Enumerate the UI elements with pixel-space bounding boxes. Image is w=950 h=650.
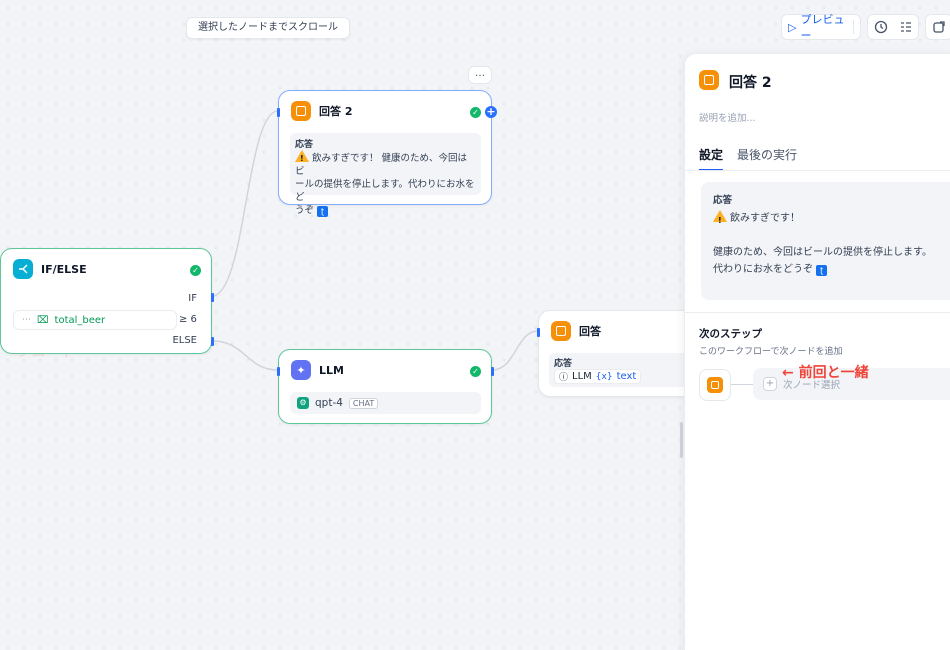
node-more-button[interactable]: … — [468, 66, 492, 84]
publish-button[interactable] — [925, 14, 950, 40]
response-editor[interactable]: 応答 飲みすぎです！ 健康のため、今回はビールの提供を停止します。 代わりにお水… — [701, 182, 950, 300]
variable-icon: {x} — [595, 371, 613, 382]
node-llm[interactable]: ✦ LLM ✓ ⚙ qpt-4 CHAT — [277, 349, 494, 424]
success-check-icon: ✓ — [470, 107, 481, 118]
divider — [685, 312, 950, 313]
response-line-2: 健康のため、今回はビールの提供を停止します。 — [713, 247, 932, 258]
edge-llm-answer — [491, 330, 539, 371]
history-icon[interactable] — [874, 20, 888, 34]
response-line-1: 飲みすぎです！ — [713, 210, 949, 229]
top-toolbar: ▷ プレビュー — [781, 13, 950, 42]
next-node-placeholder: 次ノード選択 — [783, 380, 841, 391]
response-text: 飲みすぎです！ 健康のため、今回はビ ールの提供を停止します。代わりにお水をど … — [295, 150, 476, 217]
warning-icon — [713, 210, 727, 229]
panel-title[interactable]: 回答 2 — [729, 75, 772, 91]
node-title: IF/ELSE — [41, 262, 87, 276]
checklist-icon[interactable] — [899, 20, 913, 34]
answer-icon — [551, 321, 571, 341]
edge-if-answer2 — [211, 110, 279, 297]
success-check-icon: ✓ — [190, 265, 201, 276]
else-label: ELSE — [172, 335, 197, 346]
scroll-to-node-chip[interactable]: 選択したノードまでスクロール — [186, 17, 350, 39]
preview-separator — [853, 20, 854, 34]
response-blank-line — [713, 227, 949, 244]
condition-dots-icon: ⋯ — [22, 315, 31, 325]
node-title: LLM — [319, 363, 344, 377]
publish-icon — [933, 21, 945, 33]
response-label: 応答 — [713, 195, 733, 206]
answer-icon — [699, 70, 719, 90]
water-emoji-icon: ʈ — [816, 265, 828, 276]
panel-tabs: 設定 最後の実行 — [699, 146, 797, 171]
condition-operator: ≥ 6 — [179, 314, 197, 325]
tab-last-run[interactable]: 最後の実行 — [737, 148, 798, 162]
node-title: 回答 — [579, 325, 601, 338]
if-label: IF — [188, 293, 197, 304]
response-line-3: 代わりにお水をどうぞ ʈ — [713, 261, 949, 278]
input-handle[interactable] — [277, 367, 280, 376]
preview-label: プレビュー — [800, 13, 845, 42]
branch-icon — [13, 259, 33, 279]
node-header: 回答 — [551, 321, 601, 341]
description-input[interactable]: 説明を追加... — [699, 113, 756, 124]
answer-icon — [707, 377, 723, 393]
variable-icon: ⌧ — [37, 314, 49, 326]
next-step-description: このワークフローで次ノードを追加 — [699, 347, 843, 357]
response-field: 応答 飲みすぎです！ 健康のため、今回はビ ールの提供を停止します。代わりにお水… — [290, 133, 481, 217]
node-answer[interactable]: 回答 応答 ⓘ LLM {x} text — [537, 310, 699, 397]
answer-icon — [291, 101, 311, 121]
next-step-connector — [731, 384, 753, 385]
condition-variable: total_beer — [54, 314, 106, 326]
condition-row: ⋯ ⌧ total_beer — [13, 310, 177, 330]
divider — [685, 170, 950, 171]
model-mode-badge: CHAT — [348, 397, 379, 409]
model-field: ⚙ qpt-4 CHAT — [290, 392, 481, 414]
response-label: 応答 — [554, 359, 573, 369]
annotation-text: ← 前回と一緒 — [782, 365, 869, 381]
plus-icon: + — [763, 377, 777, 391]
node-header: 回答 2 — [291, 101, 352, 121]
current-node-chip — [699, 369, 731, 401]
openai-icon: ⚙ — [297, 397, 309, 409]
else-output-handle[interactable] — [211, 337, 214, 346]
if-output-handle[interactable] — [211, 293, 214, 302]
response-field: 応答 ⓘ LLM {x} text — [549, 353, 699, 387]
toolbar-icon-group — [867, 14, 919, 40]
panel-resize-handle[interactable] — [680, 422, 683, 458]
input-handle[interactable] — [277, 108, 280, 117]
output-handle[interactable] — [491, 367, 494, 376]
water-emoji-icon: ʈ — [317, 206, 329, 217]
next-step-title: 次のステップ — [699, 328, 762, 340]
node-settings-panel: 回答 2 説明を追加... 設定 最後の実行 応答 飲みすぎです！ 健康のため、… — [684, 53, 950, 650]
input-handle[interactable] — [537, 328, 540, 337]
select-next-node-button[interactable]: + 次ノード選択 — [753, 368, 950, 400]
tab-settings[interactable]: 設定 — [699, 146, 724, 171]
response-label: 応答 — [295, 140, 314, 150]
play-icon: ▷ — [788, 20, 797, 34]
node-answer-2[interactable]: 回答 2 ✓ 応答 飲みすぎです！ 健康のため、今回はビ ールの提供を停止します… — [277, 90, 492, 217]
ref-variable-name: text — [616, 371, 637, 382]
success-check-icon: ✓ — [470, 366, 481, 377]
node-title: 回答 2 — [319, 105, 353, 118]
model-name: qpt-4 — [315, 397, 343, 409]
preview-button[interactable]: ▷ プレビュー — [781, 13, 861, 42]
llm-icon: ✦ — [291, 360, 311, 380]
warning-icon — [295, 150, 309, 165]
llm-small-icon: ⓘ — [559, 373, 569, 383]
node-header: IF/ELSE — [13, 259, 87, 279]
variable-reference: ⓘ LLM {x} text — [554, 369, 642, 384]
edge-else-llm — [211, 340, 279, 371]
node-header: ✦ LLM — [291, 360, 344, 380]
node-if-else[interactable]: IF/ELSE ✓ IF ⋯ ⌧ total_beer ≥ 6 ELSE — [0, 248, 214, 354]
ref-node-name: LLM — [572, 371, 592, 382]
add-next-node-icon[interactable]: + — [485, 105, 497, 118]
